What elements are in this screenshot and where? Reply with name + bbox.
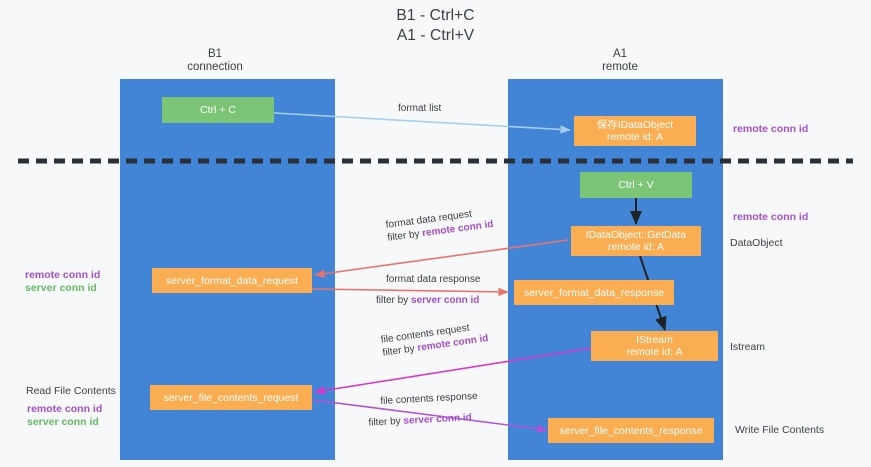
box-ctrl-v[interactable]: Ctrl + V (580, 172, 692, 198)
annotation-server-conn-id-2: server conn id (27, 416, 99, 428)
column-header-a1: A1 remote (560, 48, 680, 74)
box-server-file-contents-request[interactable]: server_file_contents_request (150, 385, 312, 410)
annotation-istream: Istream (730, 341, 766, 353)
box-server-file-contents-response-label: server_file_contents_response (559, 424, 703, 437)
filter-prefix: filter by (368, 415, 404, 429)
title-line-1: B1 - Ctrl+C (396, 7, 475, 24)
filter-key-server-conn-id: server conn id (403, 412, 472, 427)
box-server-format-data-request[interactable]: server_format_data_request (152, 268, 312, 293)
box-idataobject-getdata-label: IDataObject::GetData (585, 229, 687, 241)
edge-label-file-contents-response: file contents response filter by server … (368, 390, 479, 429)
edge-label-file-contents-response-text: file contents response (380, 390, 478, 407)
box-save-idataobject[interactable]: 保存IDataObject remote id: A (574, 116, 696, 146)
box-ctrl-v-label: Ctrl + V (618, 179, 654, 191)
edge-label-file-contents-request: file contents request filter by remote c… (380, 319, 489, 360)
edge-label-format-list: format list (398, 102, 441, 115)
annotation-remote-conn-id-1: remote conn id (25, 269, 101, 281)
column-header-a1-name: A1 (612, 48, 628, 60)
edge-label-format-data-response-filter: filter by server conn id (376, 294, 481, 307)
box-idataobject-getdata[interactable]: IDataObject::GetData remote id: A (571, 226, 701, 256)
edge-label-format-data-response: format data response filter by server co… (376, 273, 481, 307)
box-server-format-data-response[interactable]: server_format_data_response (514, 280, 674, 305)
filter-key-server-conn-id: server conn id (411, 295, 480, 306)
filter-prefix: filter by (376, 295, 412, 306)
column-header-b1-name: B1 (207, 48, 223, 60)
column-header-b1-role: connection (187, 61, 243, 73)
box-server-file-contents-response[interactable]: server_file_contents_response (548, 418, 714, 443)
edge-label-file-contents-response-filter: filter by server conn id (368, 411, 479, 430)
box-istream[interactable]: IStream remote id: A (591, 331, 718, 361)
filter-prefix: filter by (381, 342, 419, 359)
page-title: B1 - Ctrl+C A1 - Ctrl+V (0, 6, 871, 46)
box-save-idataobject-label: 保存IDataObject (596, 119, 674, 131)
edge-label-format-data-response-text: format data response (386, 274, 481, 285)
box-idataobject-getdata-sub: remote id: A (607, 241, 665, 253)
edge-label-format-list-text: format list (398, 103, 442, 114)
box-ctrl-c[interactable]: Ctrl + C (162, 97, 274, 123)
edge-label-format-data-request: format data request filter by remote con… (385, 205, 494, 245)
box-istream-label: IStream (636, 334, 673, 346)
box-istream-sub: remote id: A (626, 346, 683, 358)
annotation-read-file-contents: Read File Contents (26, 385, 116, 397)
annotation-dataobject: DataObject (730, 237, 783, 249)
annotation-remote-conn-id-mid: remote conn id (733, 211, 809, 223)
annotation-server-conn-id-1: server conn id (25, 282, 97, 294)
annotation-remote-conn-id-2: remote conn id (27, 403, 103, 415)
box-save-idataobject-sub: remote id: A (606, 131, 664, 143)
box-server-format-data-request-label: server_format_data_request (166, 274, 298, 287)
box-server-format-data-response-label: server_format_data_response (523, 286, 665, 299)
annotation-remote-conn-id-top: remote conn id (733, 123, 809, 135)
box-ctrl-c-label: Ctrl + C (200, 104, 236, 116)
column-header-a1-role: remote (602, 61, 638, 73)
annotation-write-file-contents: Write File Contents (735, 424, 825, 436)
filter-prefix: filter by (386, 228, 423, 244)
title-line-2: A1 - Ctrl+V (396, 27, 475, 44)
column-header-b1: B1 connection (155, 48, 275, 74)
box-server-file-contents-request-label: server_file_contents_request (163, 391, 299, 404)
